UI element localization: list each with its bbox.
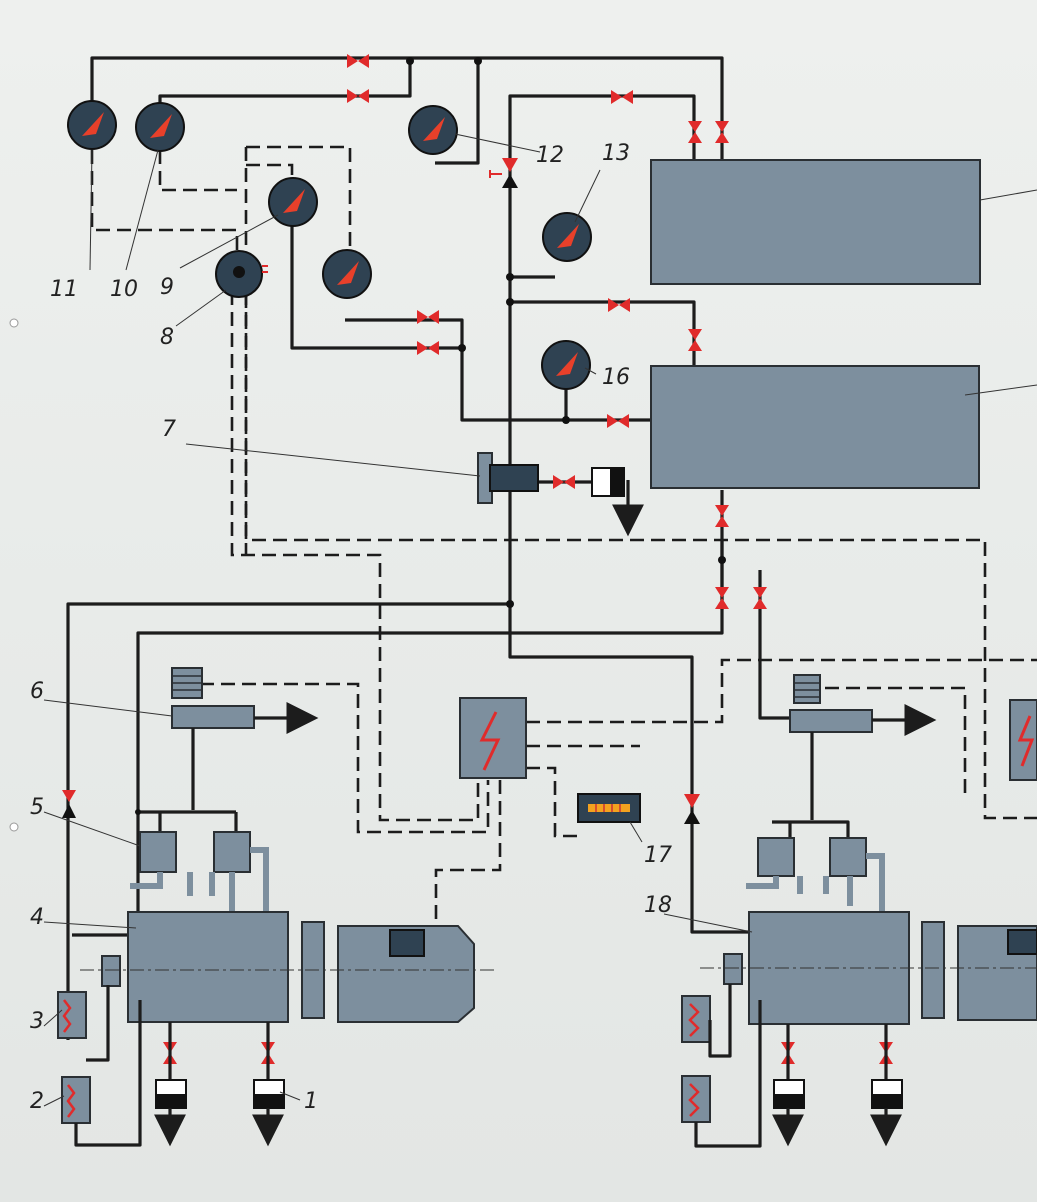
gauge-unlabeled xyxy=(322,249,372,299)
label-4: 4 xyxy=(30,905,44,930)
gauge-12 xyxy=(408,105,458,155)
leader-lines xyxy=(43,133,753,1107)
label-2: 2 xyxy=(30,1089,44,1114)
punch-hole-bottom xyxy=(9,822,19,832)
gauge-9 xyxy=(268,177,318,227)
indicator-panel-17 xyxy=(577,793,641,823)
label-7: 7 xyxy=(162,417,176,442)
label-5: 5 xyxy=(30,795,44,820)
label-16: 16 xyxy=(602,365,630,390)
label-11: 11 xyxy=(50,277,78,302)
punch-hole-top xyxy=(9,318,19,328)
junction-dots xyxy=(135,57,726,815)
check-valve-left xyxy=(62,790,76,818)
control-cabinet xyxy=(459,697,527,779)
gauge-10 xyxy=(135,102,185,152)
label-18: 18 xyxy=(644,893,672,918)
label-8: 8 xyxy=(160,325,174,350)
label-13: 13 xyxy=(602,141,630,166)
label-9: 9 xyxy=(160,275,174,300)
air-receiver-lower xyxy=(650,365,980,489)
check-valve-right xyxy=(684,794,700,824)
compressor-unit-left xyxy=(57,667,495,1147)
check-valve-12 xyxy=(489,158,518,188)
air-receiver-upper xyxy=(650,159,981,285)
label-10: 10 xyxy=(110,277,138,302)
label-1: 1 xyxy=(304,1089,318,1114)
gauge-13 xyxy=(542,212,592,262)
air-dryer-7 xyxy=(477,452,644,537)
label-17: 17 xyxy=(644,843,672,868)
label-12: 12 xyxy=(536,143,564,168)
signal-lines xyxy=(90,145,1037,982)
gauge-11 xyxy=(67,100,117,150)
label-3: 3 xyxy=(30,1009,44,1034)
label-6: 6 xyxy=(30,679,44,704)
gauge-8 xyxy=(215,250,268,298)
compressor-unit-right xyxy=(681,674,1037,1148)
gauge-16 xyxy=(541,340,591,390)
